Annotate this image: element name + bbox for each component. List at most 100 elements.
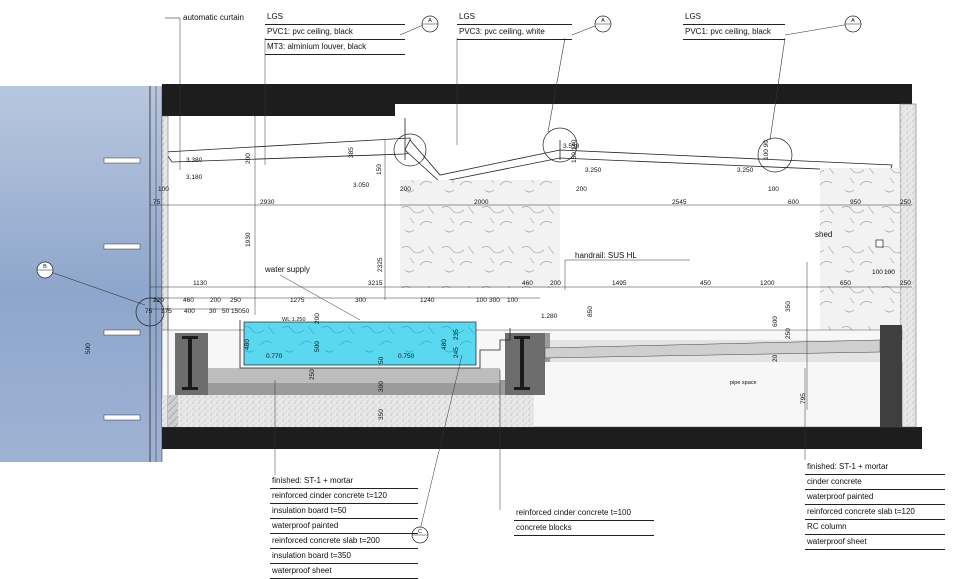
dimension-text: 350 — [378, 409, 385, 420]
dimension-text: 200 — [210, 297, 221, 304]
header-note-3-line-1: LGS — [683, 10, 785, 25]
dimension-text: 1130 — [193, 280, 207, 287]
marble-panel-center — [400, 180, 560, 288]
dimension-text: 300 — [355, 297, 366, 304]
dimension-text: 3.050 — [353, 182, 370, 189]
right-wall — [899, 103, 917, 428]
dimension-text: 2000 — [474, 199, 489, 206]
dimension-text: 650 — [840, 280, 851, 287]
dimension-text: 100 — [476, 297, 487, 304]
automatic-curtain-label: automatic curtain — [183, 13, 244, 22]
section-mark-c: C — [411, 526, 429, 544]
dimension-text: 250 — [309, 369, 316, 380]
dimension-text: 850 — [587, 306, 594, 317]
section-mark-c-label: C — [418, 529, 422, 535]
dimension-text: 300 — [489, 297, 500, 304]
note-row: waterproof painted — [270, 519, 418, 534]
dimension-text: 0.770 — [266, 353, 283, 360]
bottom-left-notes: finished: ST-1 + mortar reinforced cinde… — [270, 474, 418, 579]
section-mark-a1-label: A — [428, 18, 432, 24]
header-note-1-line-2: PVC1: pvc ceiling, black — [265, 25, 405, 40]
dimension-text: 245 — [453, 347, 460, 358]
section-mark-a3-label: A — [851, 18, 855, 24]
dimension-text: 1200 — [760, 280, 775, 287]
section-mark-b: B — [36, 261, 54, 279]
header-note-1-line-1: LGS — [265, 10, 405, 25]
dimension-text: 2545 — [672, 199, 687, 206]
dimension-text: 795 — [800, 393, 807, 404]
dimension-text: 75 — [145, 308, 153, 315]
bottom-mid-notes: reinforced cinder concrete t=100 concret… — [514, 506, 654, 536]
dimension-text: 100 — [158, 186, 169, 193]
dimension-text: 480 — [244, 339, 251, 350]
dimension-text: 385 — [348, 147, 355, 158]
dimension-text: 450 — [700, 280, 711, 287]
dimension-text: 1240 — [420, 297, 435, 304]
dimension-text: 3215 — [368, 280, 383, 287]
dimension-text: 1275 — [290, 297, 305, 304]
note-row: finished: ST-1 + mortar — [805, 460, 945, 475]
dimension-text: 200 — [245, 153, 252, 164]
dimension-text: 350 — [785, 301, 792, 312]
note-row: concrete blocks — [514, 521, 654, 536]
note-row: RC column — [805, 520, 945, 535]
header-note-2-line-2: PVC3: pvc ceiling, white — [457, 25, 572, 40]
dimension-text: 250 — [230, 297, 241, 304]
header-note-2-line-1: LGS — [457, 10, 572, 25]
dimension-text: 600 — [772, 316, 779, 327]
dimension-text: 460 — [522, 280, 533, 287]
dimension-text: 400 — [184, 308, 195, 315]
bottom-right-notes: finished: ST-1 + mortar cinder concrete … — [805, 460, 945, 550]
note-row: reinforced cinder concrete t=100 — [514, 506, 654, 521]
dimension-text: 460 — [183, 297, 194, 304]
sky-backdrop — [0, 86, 162, 462]
note-row: insulation board t=50 — [270, 504, 418, 519]
header-note-3: LGS PVC1: pvc ceiling, black — [683, 10, 785, 40]
header-note-1: LGS PVC1: pvc ceiling, black MT3: almini… — [265, 10, 405, 55]
water-level-label: WL:1.250 — [282, 317, 306, 323]
pipe-space-label: pipe space — [730, 380, 757, 386]
dimension-text: 200 — [550, 280, 561, 287]
dimension-text: 50 — [242, 308, 250, 315]
dimension-text: 100 90 — [763, 140, 770, 160]
dimension-text: 50 — [222, 308, 230, 315]
dimension-text: 100 — [872, 269, 883, 276]
note-row: cinder concrete — [805, 475, 945, 490]
dimension-text: 50 — [378, 356, 385, 364]
dimension-text: 200 — [576, 186, 587, 193]
dimension-text: 600 — [788, 199, 799, 206]
dimension-text: 3.380 — [186, 157, 203, 164]
dimension-texts: 3.380 3.180 3.050 3.550 3.250 3.250 100 … — [85, 139, 911, 420]
facade-fins — [103, 157, 141, 421]
note-row: reinforced concrete slab t=200 — [270, 534, 418, 549]
dimension-text: 250 — [900, 280, 911, 287]
dimension-text: 200 — [400, 186, 411, 193]
dimension-lines — [150, 18, 912, 531]
dimension-text: 500 — [85, 343, 92, 354]
dimension-text: 100 — [768, 186, 779, 193]
dimension-text: 150 — [231, 308, 242, 315]
dimension-text: 3.180 — [186, 174, 203, 181]
dimension-text: 3.250 — [585, 167, 602, 174]
water-supply-label: water supply — [264, 265, 310, 274]
dimension-text: 480 — [441, 339, 448, 350]
dimension-text: 950 — [850, 199, 861, 206]
dimension-text: 2325 — [377, 257, 384, 272]
dimension-text: 1495 — [612, 280, 627, 287]
header-note-1-line-3: MT3: alminium louver, black — [265, 40, 405, 55]
dimension-text: 2930 — [260, 199, 275, 206]
note-row: waterproof painted — [805, 490, 945, 505]
section-mark-a3: A — [844, 15, 862, 33]
roof-slab — [162, 84, 912, 116]
floor-structure — [161, 305, 904, 428]
ceiling-profile — [164, 118, 893, 183]
dimension-text: 220 — [153, 297, 164, 304]
dimension-text: 150 — [376, 164, 383, 175]
dimension-text: 100 — [884, 269, 895, 276]
note-row: insulation board t=350 — [270, 549, 418, 564]
dimension-text: 30 — [209, 308, 217, 315]
shed-label: shed — [815, 230, 832, 239]
header-note-3-line-2: PVC1: pvc ceiling, black — [683, 25, 785, 40]
dimension-text: 100 — [507, 297, 518, 304]
dimension-text: 3.250 — [737, 167, 754, 174]
